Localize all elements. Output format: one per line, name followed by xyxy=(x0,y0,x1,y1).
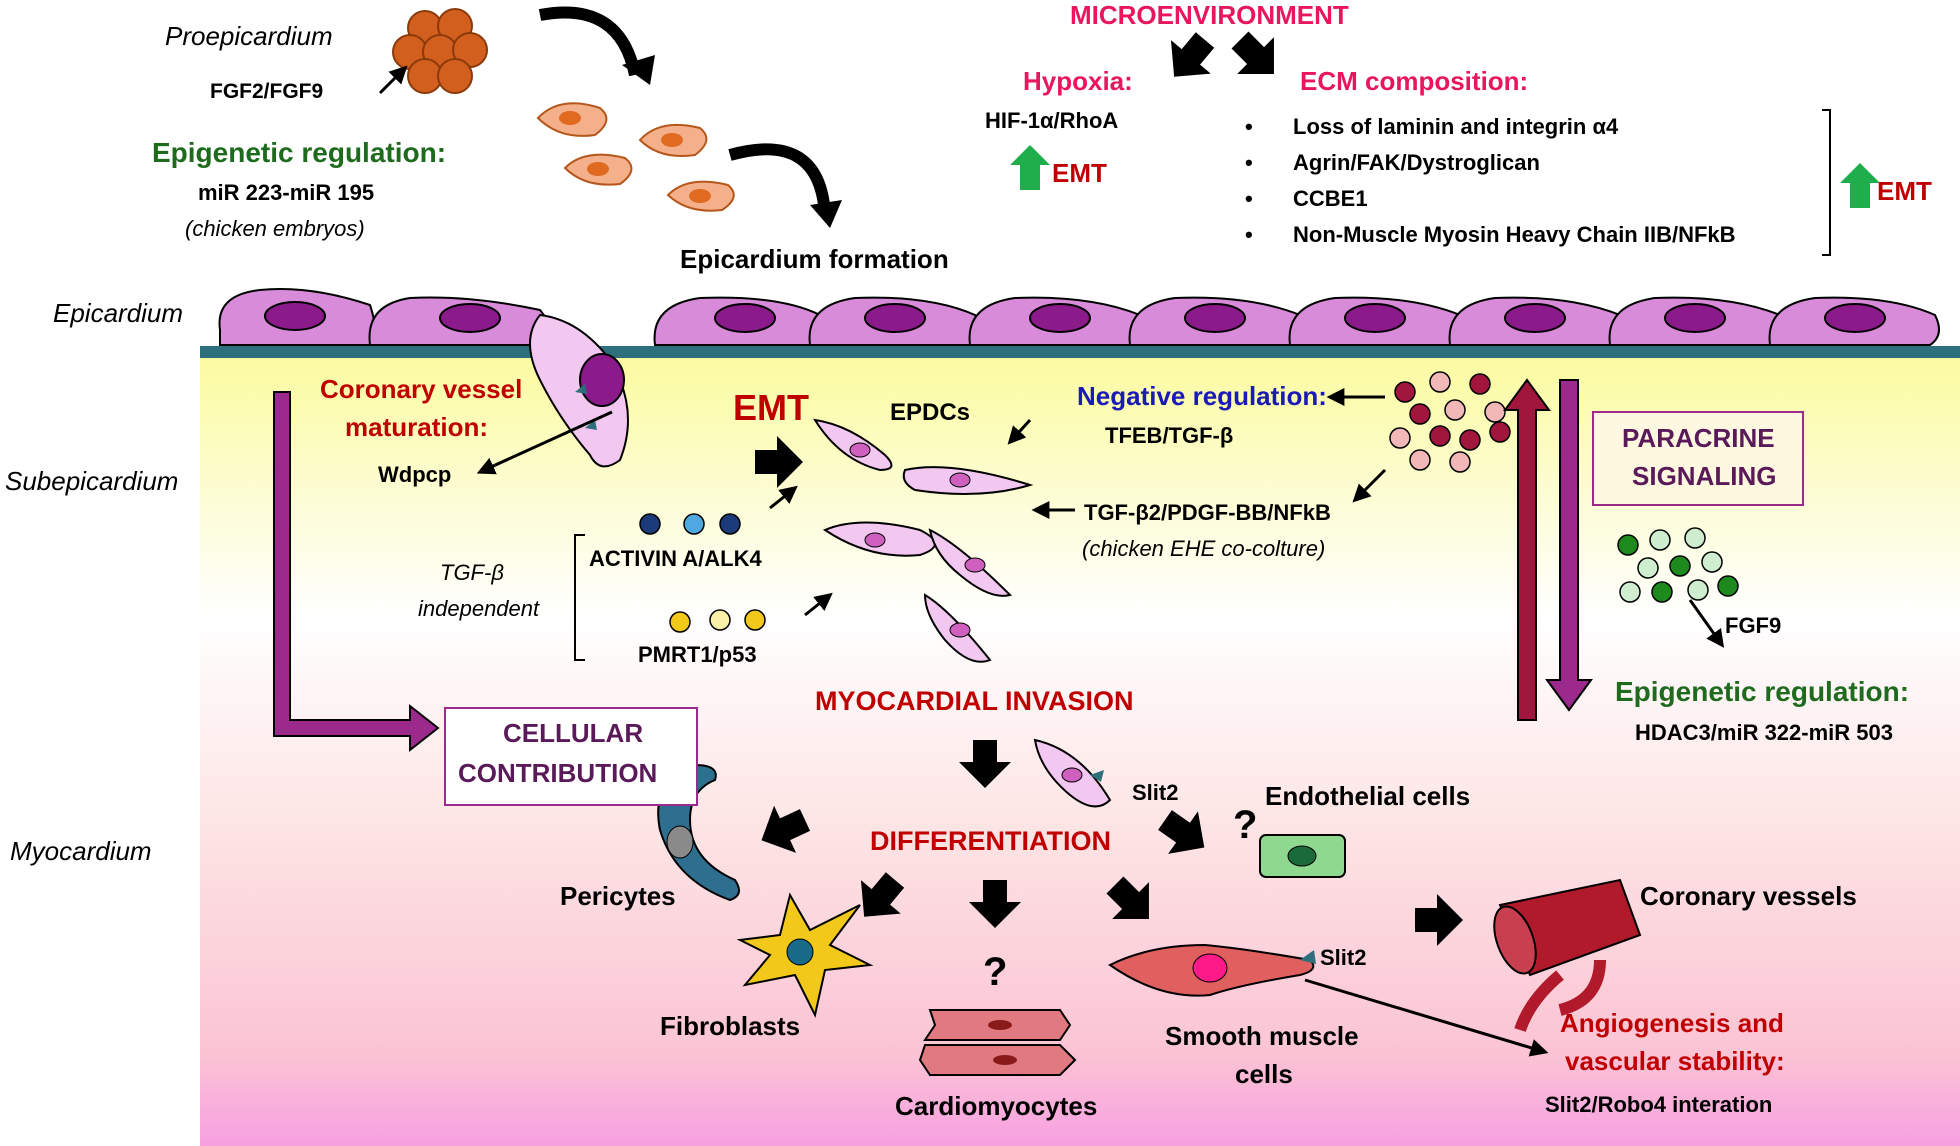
basement-membrane xyxy=(200,346,1960,358)
angio-title-1: Angiogenesis and xyxy=(1560,1008,1784,1038)
curved-arrow-1 xyxy=(538,6,641,77)
differentiation-label: DIFFERENTIATION xyxy=(870,826,1111,856)
slit2-label-b: Slit2 xyxy=(1320,945,1366,970)
mir-label: miR 223-miR 195 xyxy=(198,180,374,205)
tgfb-independent-1: TGF-β xyxy=(440,560,504,585)
ecm-emt: EMT xyxy=(1877,176,1932,206)
cellular-contribution-box xyxy=(444,707,698,806)
curved-arrow-2 xyxy=(728,143,831,216)
upward-paracrine-arrow xyxy=(1503,378,1551,721)
svg-text:•: • xyxy=(1245,222,1253,247)
coronary-vessels-label: Coronary vessels xyxy=(1640,881,1857,911)
svg-text:•: • xyxy=(1245,150,1253,175)
wdpcp-label: Wdpcp xyxy=(378,462,451,487)
pmrt-label: PMRT1/p53 xyxy=(638,642,757,667)
ecm-title: ECM composition: xyxy=(1300,66,1528,96)
paracrine-1: PARACRINE xyxy=(1622,423,1775,453)
hypoxia-emt: EMT xyxy=(1052,158,1107,188)
emt-label: EMT xyxy=(733,387,809,428)
epicardium-cells xyxy=(218,288,1940,346)
up-arrow-ecm xyxy=(1840,163,1880,208)
hdac-label: HDAC3/miR 322-miR 503 xyxy=(1635,720,1893,745)
angio-title-2: vascular stability: xyxy=(1565,1046,1785,1076)
fgf-label: FGF2/FGF9 xyxy=(210,80,323,103)
ecm-item: Agrin/FAK/Dystroglican xyxy=(1293,150,1540,175)
ligand-dots-red xyxy=(1389,371,1511,473)
ligand-dots-green xyxy=(1617,527,1739,603)
svg-text:•: • xyxy=(1245,186,1253,211)
layer-epicardium: Epicardium xyxy=(53,298,183,328)
pmrt-dots xyxy=(669,609,766,633)
cellular-2: CONTRIBUTION xyxy=(458,758,657,788)
smooth-muscle-label-2: cells xyxy=(1235,1059,1293,1089)
activin-dots xyxy=(639,513,741,535)
hypoxia-pathway: HIF-1α/RhoA xyxy=(985,108,1118,133)
chicken-label: (chicken embryos) xyxy=(185,216,365,241)
cellular-1: CELLULAR xyxy=(503,718,643,748)
epicardium-formation-label: Epicardium formation xyxy=(680,244,949,274)
coronary-title-1: Coronary vessel xyxy=(320,374,522,404)
epigenetic-title-right: Epigenetic regulation: xyxy=(1615,676,1909,707)
hypoxia-title: Hypoxia: xyxy=(1023,66,1133,96)
tgfb-independent-2: independent xyxy=(418,596,540,621)
fgf9-label: FGF9 xyxy=(1725,613,1781,638)
up-arrow-hypoxia xyxy=(1010,145,1050,190)
myocardial-invasion-label: MYOCARDIAL INVASION xyxy=(815,686,1134,716)
question-endothelial: ? xyxy=(1233,803,1257,847)
cardiomyocytes-label: Cardiomyocytes xyxy=(895,1091,1097,1121)
epigenetic-title-top: Epigenetic regulation: xyxy=(152,137,446,168)
paracrine-signaling-box xyxy=(1592,411,1804,506)
fibroblasts-label: Fibroblasts xyxy=(660,1011,800,1041)
epdcs-label: EPDCs xyxy=(890,399,970,426)
svg-text:•: • xyxy=(1245,114,1253,139)
ecm-item: Non-Muscle Myosin Heavy Chain IIB/NFkB xyxy=(1293,222,1736,247)
smooth-muscle-label-1: Smooth muscle xyxy=(1165,1021,1359,1051)
question-cardiomyocyte: ? xyxy=(983,950,1007,994)
epdc-cells xyxy=(813,418,1112,808)
proepicardium-cluster xyxy=(392,8,488,94)
chicken-ehe-label: (chicken EHE co-colture) xyxy=(1082,536,1325,561)
negative-regulation-title: Negative regulation: xyxy=(1077,381,1327,411)
paracrine-2: SIGNALING xyxy=(1632,461,1776,491)
downward-paracrine-arrow xyxy=(1545,379,1593,712)
ecm-item: Loss of laminin and integrin α4 xyxy=(1293,114,1619,139)
tfeb-label: TFEB/TGF-β xyxy=(1105,423,1233,448)
cellular-contribution-arrow xyxy=(273,391,440,753)
ecm-item: CCBE1 xyxy=(1293,186,1368,211)
microenvironment-title: MICROENVIRONMENT xyxy=(1070,0,1349,30)
coronary-title-2: maturation: xyxy=(345,412,488,442)
activin-label: ACTIVIN A/ALK4 xyxy=(589,546,763,571)
layer-myocardium: Myocardium xyxy=(10,836,152,866)
layer-subepicardium: Subepicardium xyxy=(5,466,178,496)
pericytes-label: Pericytes xyxy=(560,881,676,911)
migrating-cells xyxy=(536,102,735,212)
proepicardium-label: Proepicardium xyxy=(165,21,333,51)
slit2-label-a: Slit2 xyxy=(1132,780,1178,805)
cardiomyocyte-cells xyxy=(918,1009,1077,1076)
slit2-robo4-label: Slit2/Robo4 interation xyxy=(1545,1092,1772,1117)
tgfb2-label: TGF-β2/PDGF-BB/NFkB xyxy=(1084,500,1331,525)
endothelial-label: Endothelial cells xyxy=(1265,781,1470,811)
